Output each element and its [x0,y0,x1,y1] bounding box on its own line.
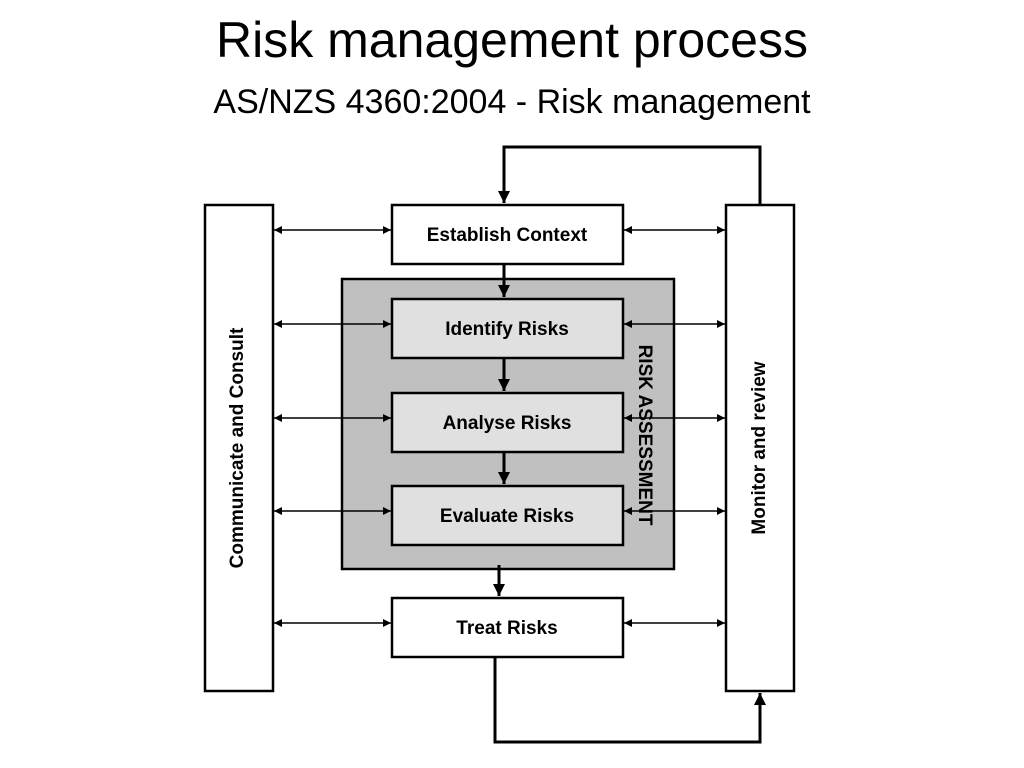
treat-risks-box [390,596,625,659]
evaluate-risks-label: Evaluate Risks [440,506,574,527]
monitor-review-box [724,203,796,693]
feedback-loop-bottom [493,658,766,744]
risk-assessment-label: RISK ASSESSMENT [634,345,655,526]
analyse-risks-box [390,391,625,454]
slide-subtitle: AS/NZS 4360:2004 - Risk management [213,83,811,121]
establish-context-label: Establish Context [427,225,588,246]
evaluate-risks-box [390,484,625,547]
analyse-risks-label: Analyse Risks [443,413,572,434]
feedback-loop-top [498,145,762,205]
treat-risks-label: Treat Risks [456,618,557,639]
communicate-consult-label: Communicate and Consult [227,327,248,568]
monitor-review-label: Monitor and review [749,361,770,534]
establish-context-box [390,203,625,266]
communicate-consult-box [203,203,275,693]
identify-risks-box [390,297,625,360]
identify-risks-label: Identify Risks [445,319,569,340]
slide-title: Risk management process [216,12,808,68]
